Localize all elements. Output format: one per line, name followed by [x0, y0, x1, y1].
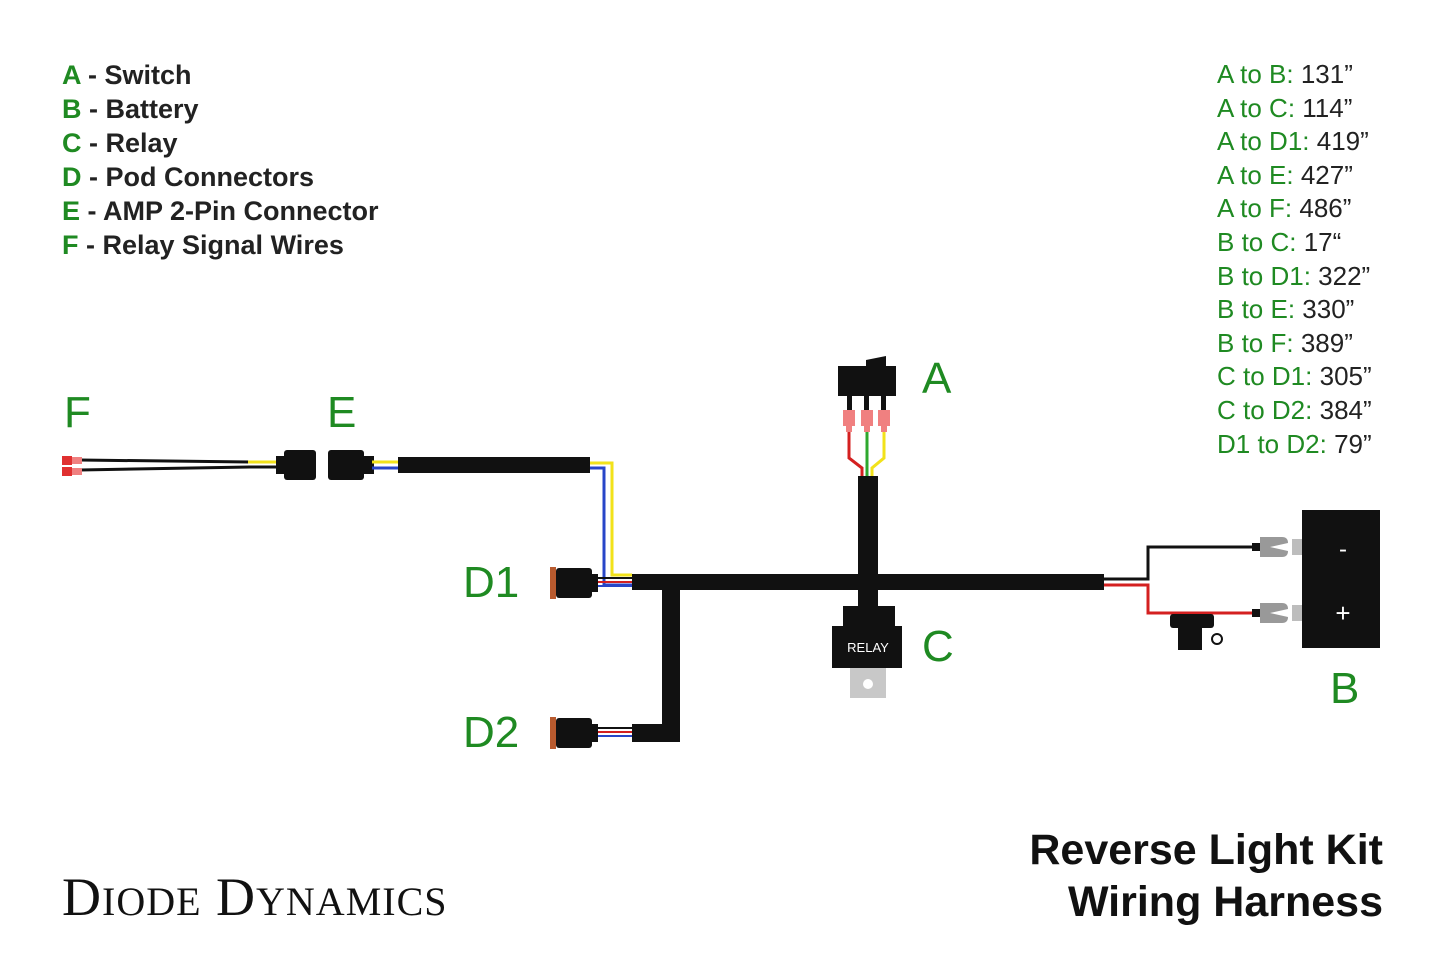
relay: RELAY — [832, 586, 902, 698]
amp-connector — [276, 450, 400, 480]
distance-item: C to D1: 305” — [1217, 361, 1372, 392]
distance-item: B to C: 17“ — [1217, 226, 1342, 257]
label-a: A — [922, 354, 952, 403]
label-b: B — [1330, 664, 1360, 713]
diagram-title: Reverse Light Kit Wiring Harness — [1029, 824, 1383, 928]
harness-branch-switch — [858, 476, 878, 586]
pod-connector-d1 — [550, 567, 632, 599]
ring-terminal-positive — [1252, 603, 1302, 623]
distance-item: A to C: 114” — [1217, 92, 1353, 123]
distance-item: B to D1: 322” — [1217, 260, 1371, 291]
distance-item: C to D2: 384” — [1217, 394, 1372, 425]
ring-terminal-negative — [1252, 537, 1302, 557]
legend-item-battery: B - Battery — [62, 94, 199, 124]
label-c: C — [922, 622, 954, 671]
distance-item: B to F: 389” — [1217, 327, 1353, 358]
distance-item: A to E: 427” — [1217, 159, 1353, 190]
component-legend: A - Switch B - Battery C - Relay D - Pod… — [62, 58, 379, 262]
relay-label: RELAY — [847, 640, 889, 655]
distance-item: B to E: 330” — [1217, 294, 1355, 325]
battery-minus-sign: - — [1339, 536, 1347, 563]
battery-plus-sign: + — [1335, 598, 1350, 628]
label-d2: D2 — [463, 708, 520, 757]
legend-item-amp-connector: E - AMP 2-Pin Connector — [62, 196, 379, 226]
relay-signal-wires — [62, 456, 278, 476]
distance-item: A to D1: 419” — [1217, 126, 1369, 157]
distance-item: A to F: 486” — [1217, 193, 1352, 224]
harness-sheath — [398, 457, 590, 473]
label-f: F — [64, 388, 91, 437]
distance-item: D1 to D2: 79” — [1217, 428, 1372, 459]
title-line-1: Reverse Light Kit — [1029, 826, 1383, 874]
pod-connector-d2 — [550, 717, 632, 749]
legend-item-switch: A - Switch — [62, 60, 192, 90]
switch — [838, 356, 896, 478]
battery-wires — [1104, 545, 1252, 615]
wire-yellow — [590, 461, 632, 577]
title-line-2: Wiring Harness — [1067, 878, 1383, 926]
harness-sheath — [632, 724, 680, 742]
legend-item-pod-connectors: D - Pod Connectors — [62, 162, 315, 192]
distance-list: A to B: 131” A to C: 114” A to D1: 419” … — [1217, 58, 1372, 461]
legend-item-relay: C - Relay — [62, 128, 178, 158]
battery: - + — [1302, 510, 1380, 648]
legend-item-relay-signal-wires: F - Relay Signal Wires — [62, 230, 344, 260]
label-d1: D1 — [463, 558, 520, 607]
harness-branch-d2 — [662, 586, 680, 742]
label-e: E — [327, 388, 357, 437]
fuse-holder — [1170, 614, 1223, 650]
distance-item: A to B: 131” — [1217, 59, 1353, 89]
brand-logo: DIODE DYNAMICS — [62, 867, 448, 927]
